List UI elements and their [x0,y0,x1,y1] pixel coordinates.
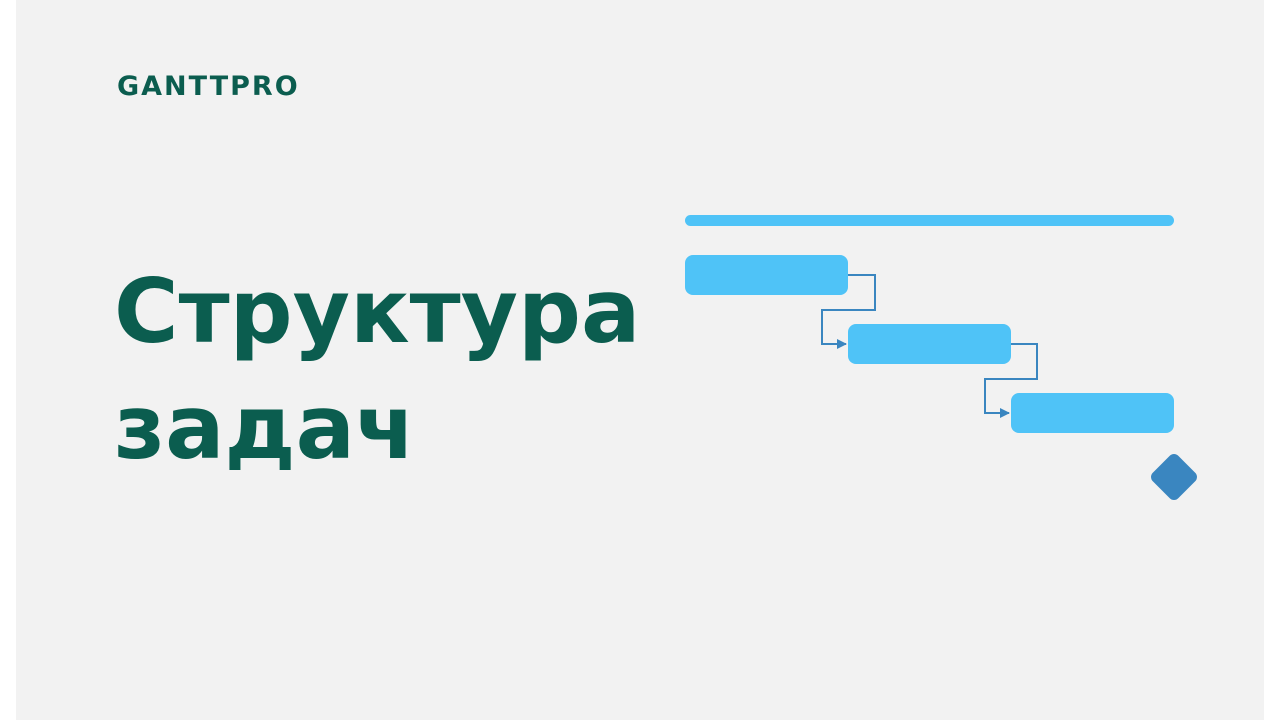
dependency-arrow-1 [821,274,876,349]
title-line-1: Структура [114,260,641,363]
dependency-arrow-2 [984,343,1038,418]
slide-background [16,0,1264,720]
milestone-diamond [1151,454,1197,500]
title-line-2: задач [114,376,416,479]
task-bar-3 [1011,393,1174,433]
summary-bar [685,215,1174,226]
task-bar-2 [848,324,1011,364]
task-bar-1 [685,255,848,295]
page-title: Структура задач [114,254,640,486]
ganttpro-logo: GANTTPRO [117,71,300,102]
